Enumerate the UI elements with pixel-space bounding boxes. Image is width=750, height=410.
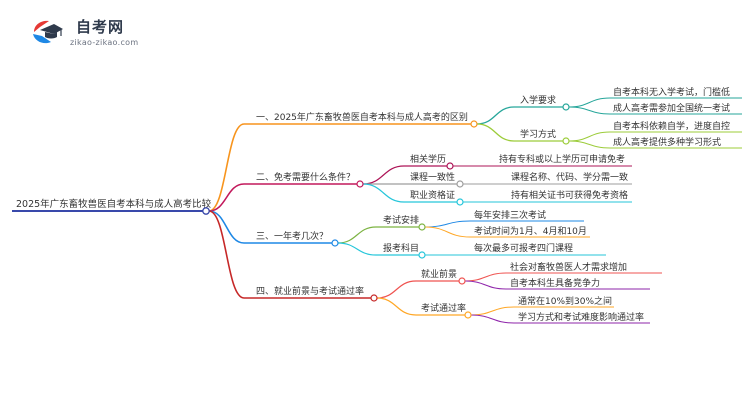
subnode-exam-schedule[interactable]: 考试安排 [376,214,426,231]
leaf-competitiveness: 自考本科生具备竞争力 [506,277,650,290]
leaf-label: 社会对畜牧兽医人才需求增加 [510,261,627,273]
subnode-education[interactable]: 相关学历 [404,153,454,170]
connector-line [476,106,515,125]
leaf-pass-rate-factors: 学习方式和考试难度影响通过率 [514,311,650,324]
mindmap-nodes: 2025年广东畜牧兽医自考本科与成人高考比较 一、2025年广东畜牧兽医自考本科… [12,86,742,324]
site-logo[interactable]: 自考网 zikao-zikao.com [30,14,180,54]
connector-line [424,226,471,238]
subnode-label-pass-rate: 考试通过率 [421,302,466,314]
leaf-study-forms: 成人高考提供多种学习形式 [610,136,742,149]
leaf-label: 成人高考提供多种学习形式 [613,136,721,148]
leaf-talent-demand: 社会对畜牧兽医人才需求增加 [506,261,662,274]
connector-line [362,165,405,185]
subnode-certificate[interactable]: 职业资格证 [404,189,464,206]
connector-line [464,272,507,282]
branch-node-career-pass-rate[interactable]: 四、就业前景与考试通过率 [244,285,378,302]
subnode-label-career: 就业前景 [421,268,457,280]
leaf-three-exams: 每年安排三次考试 [470,209,584,222]
leaf-label: 自考本科依赖自学，进度自控 [613,120,730,132]
leaf-label: 每次最多可报考四门课程 [474,242,573,254]
leaf-label: 课程名称、代码、学分需一致 [511,171,628,183]
subnode-label-exam-schedule: 考试安排 [383,214,419,226]
leaf-entry-no-exam: 自考本科无入学考试，门槛低 [610,86,742,99]
connector-line [337,226,377,244]
leaf-label: 通常在10%到30%之间 [518,295,612,307]
connector-line [464,280,507,290]
subnode-label-certificate: 职业资格证 [410,189,455,201]
subnode-label-study-method: 学习方式 [520,128,556,140]
leaf-label: 持有专科或以上学历可申请免考 [499,153,625,165]
leaf-course-consistency: 课程名称、代码、学分需一致 [508,171,632,185]
subnode-label-education: 相关学历 [410,153,446,165]
branch-node-exemption[interactable]: 二、免考需要什么条件？ [244,171,364,188]
logo-domain: zikao-zikao.com [70,38,139,47]
leaf-study-self: 自考本科依赖自学，进度自控 [610,120,742,133]
branch-label-exam-frequency: 三、一年考几次？ [256,230,328,242]
connector-line [362,183,405,203]
branch-label-exemption: 二、免考需要什么条件？ [256,171,355,183]
leaf-four-courses: 每次最多可报考四门课程 [470,242,606,256]
subnode-course-consistency[interactable]: 课程一致性 [404,171,464,188]
leaf-education: 持有专科或以上学历可申请免考 [496,153,632,167]
connector-line [568,131,611,142]
connector-line [376,297,417,316]
leaf-label: 每年安排三次考试 [474,209,546,221]
subnode-label-entry-requirements: 入学要求 [520,94,556,106]
root-node[interactable]: 2025年广东畜牧兽医自考本科与成人高考比较 [12,198,212,215]
connector-line [208,123,245,212]
leaf-entry-unified-exam: 成人高考需参加全国统一考试 [610,102,742,115]
leaf-certificate: 持有相关证书可获得免考资格 [508,189,632,203]
root-label: 2025年广东畜牧兽医自考本科与成人高考比较 [16,198,212,210]
connector-line [376,280,417,299]
subnode-entry-requirements[interactable]: 入学要求 [514,94,570,111]
subnode-career[interactable]: 就业前景 [416,268,466,285]
subnode-label-course-consistency: 课程一致性 [410,171,455,183]
branch-node-differences[interactable]: 一、2025年广东畜牧兽医自考本科与成人高考的区别 [244,111,478,128]
leaf-exam-months: 考试时间为1月、4月和10月 [470,225,590,238]
connector-line [424,220,471,228]
connector-line [568,106,611,115]
branch-node-exam-frequency[interactable]: 三、一年考几次？ [244,230,339,247]
graduation-cap-logo-icon [33,20,63,44]
leaf-pass-rate-range: 通常在10%到30%之间 [514,295,614,308]
leaf-label: 考试时间为1月、4月和10月 [474,225,587,237]
mindmap-edges [208,97,611,324]
subnode-pass-rate[interactable]: 考试通过率 [416,302,472,319]
leaf-label: 自考本科生具备竞争力 [510,277,600,289]
connector-line [208,210,245,299]
leaf-label: 自考本科无入学考试，门槛低 [613,86,730,98]
connector-line [568,140,611,149]
subnode-subjects[interactable]: 报考科目 [376,242,426,259]
subnode-study-method[interactable]: 学习方式 [514,128,570,145]
connector-line [470,306,515,316]
leaf-label: 学习方式和考试难度影响通过率 [518,311,644,323]
connector-line [568,97,611,108]
logo-title: 自考网 [76,18,125,36]
leaf-label: 持有相关证书可获得免考资格 [511,189,628,201]
connector-line [208,210,245,244]
connector-line [208,183,245,212]
subnode-label-subjects: 报考科目 [383,242,419,254]
leaf-label: 成人高考需参加全国统一考试 [613,102,730,114]
connector-line [476,123,515,142]
branch-label-differences: 一、2025年广东畜牧兽医自考本科与成人高考的区别 [256,111,468,123]
branch-label-career-pass-rate: 四、就业前景与考试通过率 [256,285,364,297]
connector-line [470,314,515,324]
connector-line [337,242,377,256]
